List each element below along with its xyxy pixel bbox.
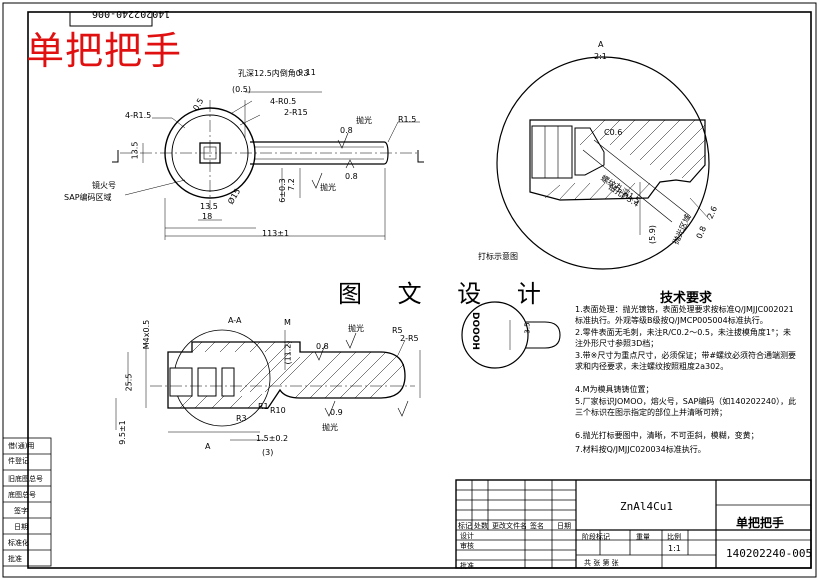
watermark-text: 图 文 设 计 <box>338 280 555 308</box>
dim-r1: R1 <box>258 402 269 411</box>
dim-11-2: (11.2) <box>283 340 293 365</box>
dim-m4: M4x0.5 <box>142 319 152 350</box>
detail-a-view <box>496 56 711 270</box>
designer-label: 设计 <box>460 532 474 540</box>
dim-0-9: 0.9 <box>330 408 343 417</box>
requirement-item: 6.抛光打标要图中，清晰，不可歪斜，模糊，变黄； <box>575 431 759 440</box>
requirement-item: 2.零件表面无毛刺，未注R/C0.2～0.5，未注拔模角度1°；未注外形尺寸参照… <box>575 328 792 348</box>
change-mark-label: 标记 <box>458 522 472 530</box>
dim-r5: R5 <box>392 326 403 335</box>
left-strip-label: 标准化 <box>8 539 29 547</box>
left-strip-label: 底图总号 <box>8 491 36 499</box>
left-strip-label: 日期 <box>14 523 28 531</box>
polish-label-a: 抛光 <box>356 116 372 125</box>
sap-code-area-label: SAP编码区域 <box>64 193 112 202</box>
dim-1-5: 1.5±0.2 <box>256 434 289 443</box>
scale-label: 比例 <box>667 533 681 541</box>
title-block <box>455 479 812 569</box>
dim-r1-5: R1.5 <box>398 115 417 124</box>
section-aa-view <box>115 329 421 441</box>
left-strip-table <box>2 437 52 567</box>
section-aa-label: A-A <box>228 316 242 325</box>
change-file-label: 更改文件名 <box>492 522 527 530</box>
marking-view-label: 打标示意图 <box>478 252 518 261</box>
change-sign-label: 签名 <box>530 522 544 530</box>
serial-number-flipped: 140202240-006 <box>92 8 171 19</box>
dim-0-8-b: 0.8 <box>345 172 358 181</box>
change-date-label: 日期 <box>557 522 571 530</box>
dim-6-pm: 6±0.3 <box>277 178 287 203</box>
plan-view <box>112 91 424 240</box>
dim-18: 18 <box>202 212 213 221</box>
change-count-label: 处数 <box>474 522 488 530</box>
stage-label: 阶段标记 <box>582 533 610 541</box>
requirements-title: 技术要求 <box>660 291 713 306</box>
dim-4-r1-5: 4-R1.5 <box>125 111 152 120</box>
polish-label-b: 抛光 <box>320 183 336 192</box>
polish-label-section: 抛光 <box>348 324 364 333</box>
drawing-title-red: 单把把手 <box>26 29 183 73</box>
inner-border <box>27 11 812 569</box>
drawing-number-value: 140202240-005 <box>726 547 813 560</box>
dim-r10: R10 <box>270 406 286 415</box>
dim-13-5-vertical: 13.5 <box>130 141 140 160</box>
requirement-item: 4.M为模具铸铸位置； <box>575 385 654 394</box>
left-strip-label: 旧底图总号 <box>8 475 43 483</box>
requirement-item: 3.带※尺寸为重点尺寸，必须保证；带#螺纹必须符合通端测要求和内径要求，未注螺纹… <box>575 351 797 371</box>
approver-label: 批准 <box>460 562 474 570</box>
material-value: ZnAl4Cu1 <box>620 500 673 513</box>
dim-3: (3) <box>262 448 274 457</box>
dim-5-9: (5.9) <box>647 225 657 244</box>
part-name-value: 单把把手 <box>736 516 785 530</box>
dim-4-r0-5: 4-R0.5 <box>270 97 297 106</box>
dim-c0-6: C0.6 <box>604 128 623 137</box>
weight-label: 重量 <box>636 533 650 541</box>
dim-7-2: 7.2 <box>286 178 296 191</box>
dim-9-11: 9.11 <box>298 68 316 77</box>
section-hatch <box>179 341 405 409</box>
requirement-item: 1.表面处理：抛光镀铬，表面处理要求按标准Q/JMJJC002021标准执行。外… <box>575 305 794 325</box>
dim-25-5: 25.5 <box>124 373 134 392</box>
requirement-item: 5.厂家标识JOMOO，熔火号，SAP编码（如140202240），此三个标识在… <box>575 397 797 417</box>
dim-13-5: 13.5 <box>200 202 218 211</box>
left-strip-label: 签字 <box>14 507 28 515</box>
checker-label: 审核 <box>460 542 474 550</box>
dim-r3: R3 <box>236 414 247 423</box>
polish-label-bottom: 抛光 <box>322 423 338 432</box>
marking-height: 3.5 <box>523 322 532 334</box>
marking-view <box>461 301 561 369</box>
scale-value: 1:1 <box>668 544 681 553</box>
dim-paren-0-5: (0.5) <box>232 85 251 94</box>
dim-m: M <box>284 318 291 327</box>
section-mark-a: A <box>205 442 211 451</box>
dim-0-8-section: 0.8 <box>316 342 329 351</box>
requirement-item: 7.材料按Q/JMJJC020034标准执行。 <box>575 445 706 454</box>
dim-9-5: 9.5±1 <box>117 420 127 445</box>
dim-2-r5: 2-R5 <box>400 334 419 343</box>
left-strip-label: 件登记 <box>8 457 29 465</box>
dim-2-r15: 2-R15 <box>284 108 308 117</box>
fire-number-label: 镜火号 <box>92 181 116 190</box>
sheet-count-label: 共 张 第 张 <box>584 559 619 567</box>
left-strip-label: 借(通)用 <box>8 442 35 450</box>
dim-113: 113±1 <box>262 229 290 238</box>
marking-text: DOOOH <box>470 312 480 350</box>
detail-scale-label: 2:1 <box>594 52 607 61</box>
dim-0-8-a: 0.8 <box>340 126 353 135</box>
detail-hatch <box>544 119 706 200</box>
dim-hole-depth: 孔深12.5内倒角0.3 <box>238 69 309 78</box>
detail-a-label: A <box>598 40 604 49</box>
left-strip-label: 批准 <box>8 555 22 563</box>
serial-box <box>69 11 153 27</box>
